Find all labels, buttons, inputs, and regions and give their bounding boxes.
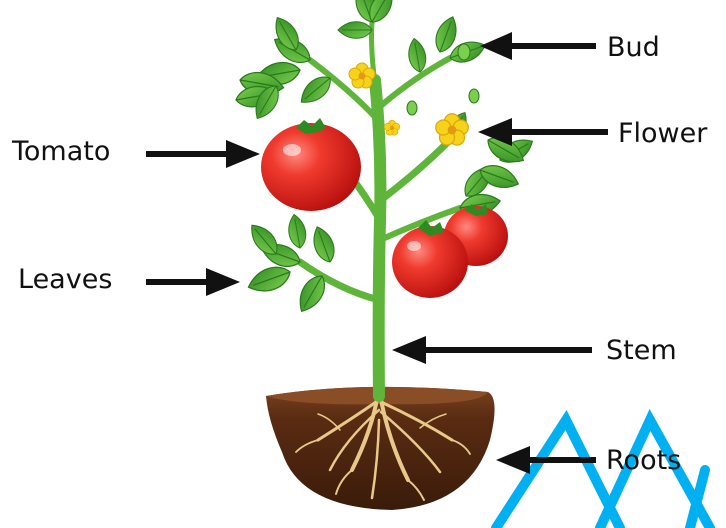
label-leaves: Leaves: [18, 266, 112, 293]
stem-arrow: [392, 336, 592, 364]
label-stem: Stem: [606, 337, 677, 364]
label-bud: Bud: [607, 34, 660, 61]
bud-arrow: [480, 32, 596, 60]
label-roots: Roots: [606, 447, 681, 474]
label-flower: Flower: [618, 120, 707, 147]
tomato-arrow: [146, 140, 260, 168]
leaves-arrow: [146, 268, 240, 296]
tomato-large: [261, 118, 361, 211]
label-tomato: Tomato: [12, 138, 110, 165]
